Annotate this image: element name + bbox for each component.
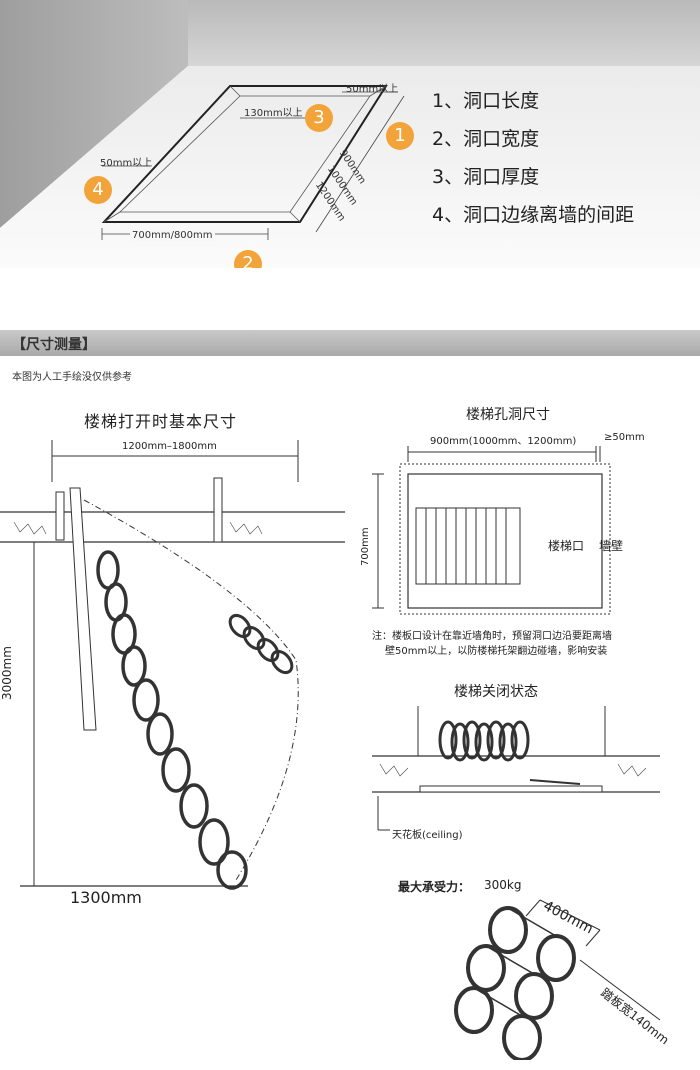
section-title: 【尺寸测量】 <box>12 337 96 353</box>
section-header: 【尺寸测量】 <box>0 330 700 356</box>
open-dimension-title: 楼梯打开时基本尺寸 <box>84 412 238 431</box>
legend-item-3: 3、洞口厚度 <box>432 166 540 188</box>
ceiling-label: 天花板(ceiling) <box>392 830 463 841</box>
dim-width: 700mm/800mm <box>130 230 215 241</box>
closed-drawing <box>372 706 660 831</box>
opening-label: 楼梯口 <box>548 539 585 553</box>
dim-50mm-left: 50mm以上 <box>100 158 153 169</box>
hole-length-label: 900mm(1000mm、1200mm) <box>430 436 577 447</box>
legend-item-2: 2、洞口宽度 <box>432 128 540 150</box>
load-drawing <box>454 899 661 1060</box>
hole-gap-label: ≥50mm <box>604 432 645 443</box>
open-width-label: 1200mm–1800mm <box>122 441 217 452</box>
legend-item-4: 4、洞口边缘离墙的间距 <box>432 204 635 226</box>
badge-4: 4 <box>84 176 112 204</box>
hole-note-2: 壁50mm以上，以防楼梯托架翻边碰墙，影响安装 <box>385 646 608 657</box>
dim-50mm-top: 50mm以上 <box>346 84 399 95</box>
hole-note-1: 注：楼板口设计在靠近墙角时，预留洞口边沿要距离墙 <box>372 631 612 642</box>
load-label: 最大承受力： <box>398 880 471 894</box>
load-value: 300kg <box>484 878 522 892</box>
badge-1: 1 <box>386 122 414 150</box>
ceiling-plane <box>0 66 700 268</box>
room-scene: 50mm以上 130mm以上 50mm以上 900mm 1000mm 1200m… <box>0 0 700 268</box>
left-wall <box>0 0 188 228</box>
open-stair-drawing <box>0 440 345 890</box>
badge-3: 3 <box>305 104 333 132</box>
badge-2: 2 <box>234 250 262 268</box>
wall-label: 墙壁 <box>599 539 624 553</box>
closed-title: 楼梯关闭状态 <box>454 684 538 700</box>
section-note: 本图为人工手绘没仅供参考 <box>12 372 132 383</box>
room-illustration <box>0 0 700 268</box>
hole-title: 楼梯孔洞尺寸 <box>466 407 550 423</box>
hole-drawing <box>372 446 611 615</box>
dim-130mm: 130mm以上 <box>244 108 303 119</box>
open-bottom-label: 1300mm <box>70 888 142 907</box>
legend-item-1: 1、洞口长度 <box>432 90 540 112</box>
